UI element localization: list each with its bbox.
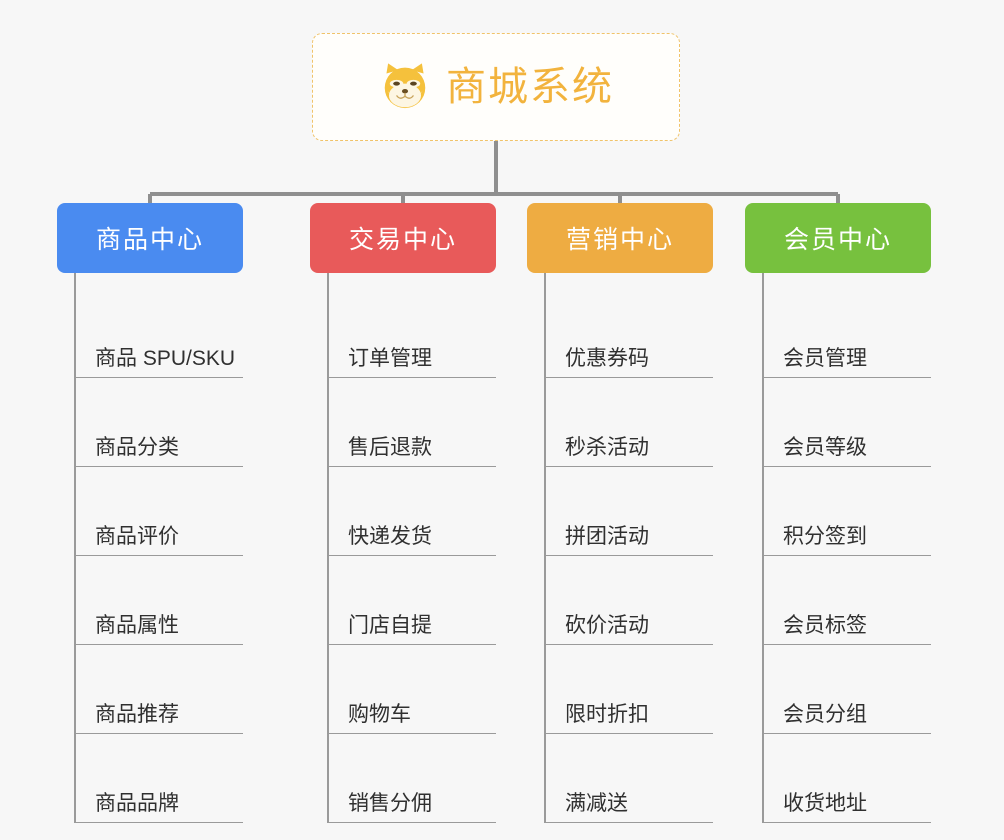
leaf-item[interactable]: 限时折扣 (545, 645, 713, 734)
branch-column-2: 营销中心 优惠券码 秒杀活动 拼团活动 砍价活动 限时折扣 满减送 (527, 203, 713, 823)
leaf-label: 会员标签 (783, 613, 867, 637)
leaf-label: 优惠券码 (565, 346, 649, 370)
leaf-label: 收货地址 (783, 791, 867, 815)
leaf-item[interactable]: 门店自提 (328, 556, 496, 645)
leaf-label: 会员管理 (783, 346, 867, 370)
leaf-label: 商品推荐 (95, 702, 179, 726)
leaf-label: 积分签到 (783, 524, 867, 548)
leaf-label: 销售分佣 (348, 791, 432, 815)
leaf-item[interactable]: 商品品牌 (75, 734, 243, 823)
leaf-item[interactable]: 快递发货 (328, 467, 496, 556)
leaf-item[interactable]: 销售分佣 (328, 734, 496, 823)
leaf-label: 门店自提 (348, 613, 432, 637)
leaf-item[interactable]: 会员分组 (763, 645, 931, 734)
leaf-item[interactable]: 秒杀活动 (545, 378, 713, 467)
leaf-label: 商品分类 (95, 435, 179, 459)
leaf-label: 会员等级 (783, 435, 867, 459)
leaf-item[interactable]: 收货地址 (763, 734, 931, 823)
leaf-label: 商品 SPU/SKU (95, 346, 236, 370)
leaf-list-2: 优惠券码 秒杀活动 拼团活动 砍价活动 限时折扣 满减送 (527, 273, 713, 823)
leaf-label: 砍价活动 (565, 613, 649, 637)
category-box-1[interactable]: 交易中心 (310, 203, 496, 273)
leaf-item[interactable]: 优惠券码 (545, 273, 713, 378)
leaf-item[interactable]: 商品分类 (75, 378, 243, 467)
leaf-item[interactable]: 积分签到 (763, 467, 931, 556)
leaf-label: 快递发货 (348, 524, 432, 548)
branch-column-1: 交易中心 订单管理 售后退款 快递发货 门店自提 购物车 销售分佣 (310, 203, 496, 823)
leaf-item[interactable]: 会员管理 (763, 273, 931, 378)
category-label-3: 会员中心 (783, 226, 892, 254)
category-box-0[interactable]: 商品中心 (57, 203, 243, 273)
leaf-label: 会员分组 (783, 702, 867, 726)
shiba-dog-face-icon (384, 63, 426, 109)
leaf-label: 限时折扣 (565, 702, 649, 726)
leaf-item[interactable]: 会员等级 (763, 378, 931, 467)
leaf-item[interactable]: 拼团活动 (545, 467, 713, 556)
leaf-item[interactable]: 订单管理 (328, 273, 496, 378)
leaf-item[interactable]: 商品推荐 (75, 645, 243, 734)
category-label-0: 商品中心 (95, 226, 204, 254)
leaf-label: 商品属性 (95, 613, 179, 637)
category-label-2: 营销中心 (565, 226, 674, 254)
leaf-label: 商品品牌 (95, 791, 179, 815)
leaf-item[interactable]: 砍价活动 (545, 556, 713, 645)
leaf-label: 商品评价 (95, 524, 179, 548)
leaf-label: 拼团活动 (565, 524, 649, 548)
leaf-list-1: 订单管理 售后退款 快递发货 门店自提 购物车 销售分佣 (310, 273, 496, 823)
leaf-item[interactable]: 售后退款 (328, 378, 496, 467)
leaf-item[interactable]: 商品 SPU/SKU (75, 273, 243, 378)
branch-column-3: 会员中心 会员管理 会员等级 积分签到 会员标签 会员分组 收货地址 (745, 203, 931, 823)
category-label-1: 交易中心 (348, 226, 457, 254)
root-node[interactable]: 商城系统 (312, 33, 680, 141)
leaf-item[interactable]: 商品属性 (75, 556, 243, 645)
category-box-2[interactable]: 营销中心 (527, 203, 713, 273)
category-box-3[interactable]: 会员中心 (745, 203, 931, 273)
leaf-label: 购物车 (348, 702, 411, 726)
leaf-list-0: 商品 SPU/SKU 商品分类 商品评价 商品属性 商品推荐 商品品牌 (57, 273, 243, 823)
leaf-list-3: 会员管理 会员等级 积分签到 会员标签 会员分组 收货地址 (745, 273, 931, 823)
leaf-label: 秒杀活动 (565, 435, 649, 459)
leaf-label: 满减送 (565, 791, 628, 815)
leaf-label: 订单管理 (348, 346, 432, 370)
leaf-item[interactable]: 满减送 (545, 734, 713, 823)
leaf-item[interactable]: 会员标签 (763, 556, 931, 645)
root-title: 商城系统 (446, 65, 614, 109)
branch-column-0: 商品中心 商品 SPU/SKU 商品分类 商品评价 商品属性 商品推荐 商品品牌 (57, 203, 243, 823)
leaf-label: 售后退款 (348, 435, 432, 459)
leaf-item[interactable]: 购物车 (328, 645, 496, 734)
leaf-item[interactable]: 商品评价 (75, 467, 243, 556)
